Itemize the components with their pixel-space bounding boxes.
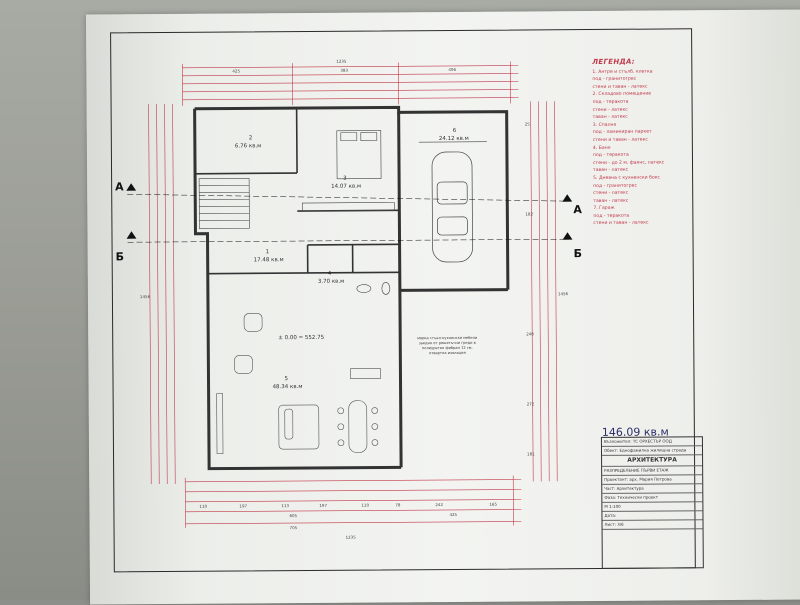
dim-right-1: 25 xyxy=(525,121,530,126)
construction-note: мярка стъкл-кухненски мебели заедно от р… xyxy=(414,336,480,356)
section-b-left: Б xyxy=(116,250,124,263)
dim-top-3: 406 xyxy=(448,67,456,72)
room-3-number: 3 xyxy=(343,176,347,182)
dim-left-total: 1456 xyxy=(140,294,150,299)
room-2-area: 6.76 кв.м xyxy=(235,143,262,149)
room-4-area: 3.70 кв.м xyxy=(318,279,345,285)
dim-bottom-1: 110 xyxy=(199,504,207,509)
dim-bottom-7: 242 xyxy=(435,502,443,507)
dim-bottom-total-c: 705 xyxy=(290,525,298,530)
exterior-walls xyxy=(195,107,510,469)
staircase xyxy=(199,178,249,228)
dim-bottom-6: 78 xyxy=(395,502,400,507)
dim-bottom-total: 1235 xyxy=(346,535,356,540)
dim-bottom-3: 113 xyxy=(281,503,289,508)
legend-line: стени и таван - латекс xyxy=(593,220,697,228)
room-6-area: 24.12 кв.м xyxy=(439,136,469,142)
room-3-area: 14.07 кв.м xyxy=(331,184,361,190)
dim-bottom-total-b: 425 xyxy=(449,512,457,517)
dim-right-4: 272 xyxy=(527,401,535,406)
dim-bottom-2: 197 xyxy=(239,503,247,508)
dim-right-5: 181 xyxy=(527,451,535,456)
dim-bottom-4: 197 xyxy=(319,503,327,508)
dim-right-total: 1456 xyxy=(558,291,568,296)
room-1-area: 17.48 кв.м xyxy=(254,257,284,263)
room-4-number: 4 xyxy=(328,271,332,277)
room-2-number: 2 xyxy=(249,135,253,141)
legend: ЛЕГЕНДА: 1. Антре и стълб. клетка под - … xyxy=(592,58,697,228)
drawing-sheet: А Б А Б 2 6.76 кв.м 3 14.07 кв.м 6 24.12… xyxy=(86,9,800,604)
dim-right-2: 182 xyxy=(525,211,533,216)
dim-top-2: 383 xyxy=(340,68,348,73)
room-1-number: 1 xyxy=(266,249,270,255)
section-a-left: А xyxy=(115,180,124,193)
section-b-right: Б xyxy=(574,247,582,260)
dim-bottom-8: 165 xyxy=(489,502,497,507)
living-furniture xyxy=(216,312,381,453)
section-a-right: А xyxy=(573,203,582,216)
bedroom-furniture xyxy=(302,130,395,211)
bathroom-fixtures xyxy=(357,282,390,294)
room-6-number: 6 xyxy=(453,128,457,134)
dim-bottom-total-a: 605 xyxy=(289,513,297,518)
title-block: Възложител: ТС ОРХЕСТЪР ООД Обект: Едноф… xyxy=(601,436,704,569)
title-block-row: Лист: 3/6 xyxy=(602,520,702,530)
dim-bottom-5: 110 xyxy=(361,503,369,508)
dim-top-1: 425 xyxy=(232,68,240,73)
level-mark: ± 0.00 = 552.75 xyxy=(278,335,324,341)
dim-top-total: 1235 xyxy=(336,59,346,64)
title-block-header: АРХИТЕКТУРА xyxy=(602,455,702,467)
dim-right-3: 248 xyxy=(526,331,534,336)
room-5-area: 48.34 кв.м xyxy=(273,384,303,390)
room-5-number: 5 xyxy=(284,376,288,382)
car-symbol xyxy=(432,152,473,262)
legend-title: ЛЕГЕНДА: xyxy=(592,58,696,66)
